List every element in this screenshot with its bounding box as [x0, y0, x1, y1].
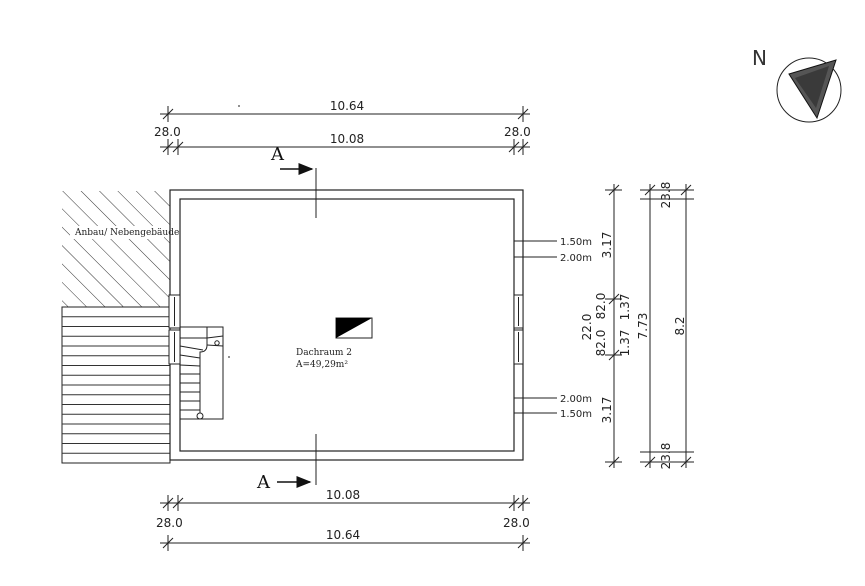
dim-right-c2-a: 1.37	[618, 330, 632, 357]
dim-overall-top: 10.64	[330, 99, 364, 113]
dim-right-wall-bottom: 28.0	[503, 516, 530, 530]
dim-right-c1-mid-b: 82.0	[594, 293, 608, 320]
window-height-label: 2.00m	[560, 253, 592, 264]
top-dimensions: 10.64 10.08 28.0 28.0	[154, 99, 531, 155]
lower-annex-lines	[62, 316, 170, 454]
section-marker-bottom: A	[256, 434, 317, 493]
dim-right-c2-b: 7.73	[636, 313, 650, 340]
dim-right-c1-mid-a: 22.0	[580, 314, 594, 341]
dim-inner-bottom: 10.08	[326, 488, 360, 502]
dim-right-c3-main: 8.2	[673, 316, 687, 335]
dim-right-c3-top: 23.8	[659, 182, 673, 209]
window-left-lower	[168, 329, 181, 365]
roof-window-lower: 2.00m 1.50m	[514, 394, 592, 420]
dim-right-c1-mid-d: 1.37	[618, 294, 632, 321]
window-height-label: 1.50m	[560, 409, 592, 420]
staircase	[179, 326, 230, 420]
north-label: N	[752, 46, 767, 70]
window-right-lower	[513, 329, 524, 365]
dim-inner-top: 10.08	[330, 132, 364, 146]
roof-window-upper: 1.50m 2.00m	[514, 237, 592, 264]
dim-right-c3-bottom: 23.8	[659, 443, 673, 470]
window-right-upper	[513, 294, 524, 329]
annex-building: Anbau/ Nebengebäude	[62, 191, 179, 307]
right-dimensions: 3.17 3.17 22.0 82.0 82.0 1.37 1.37 7.73 …	[580, 182, 694, 470]
window-height-label: 1.50m	[560, 237, 592, 248]
dim-right-c1-bottom: 3.17	[600, 397, 614, 424]
room-area: A=49,29m²	[295, 360, 348, 370]
dim-left-wall-top: 28.0	[154, 125, 181, 139]
dim-right-wall-top: 28.0	[504, 125, 531, 139]
window-height-label: 2.00m	[560, 394, 592, 405]
room-symbol	[335, 317, 373, 339]
svg-text:A: A	[270, 144, 285, 165]
annex-label: Anbau/ Nebengebäude	[74, 228, 179, 238]
dim-right-c1-top: 3.17	[600, 232, 614, 259]
dim-right-c1-mid-c: 82.0	[594, 330, 608, 357]
dim-left-wall-bottom: 28.0	[156, 516, 183, 530]
window-left-upper	[168, 294, 181, 329]
section-marker-top: A	[270, 144, 317, 218]
bottom-dimensions: 10.08 28.0 28.0 10.64	[156, 488, 530, 551]
room-name: Dachraum 2	[296, 348, 352, 358]
svg-text:A: A	[256, 472, 271, 493]
dim-overall-bottom: 10.64	[326, 528, 360, 542]
north-arrow-icon: N	[752, 46, 842, 123]
